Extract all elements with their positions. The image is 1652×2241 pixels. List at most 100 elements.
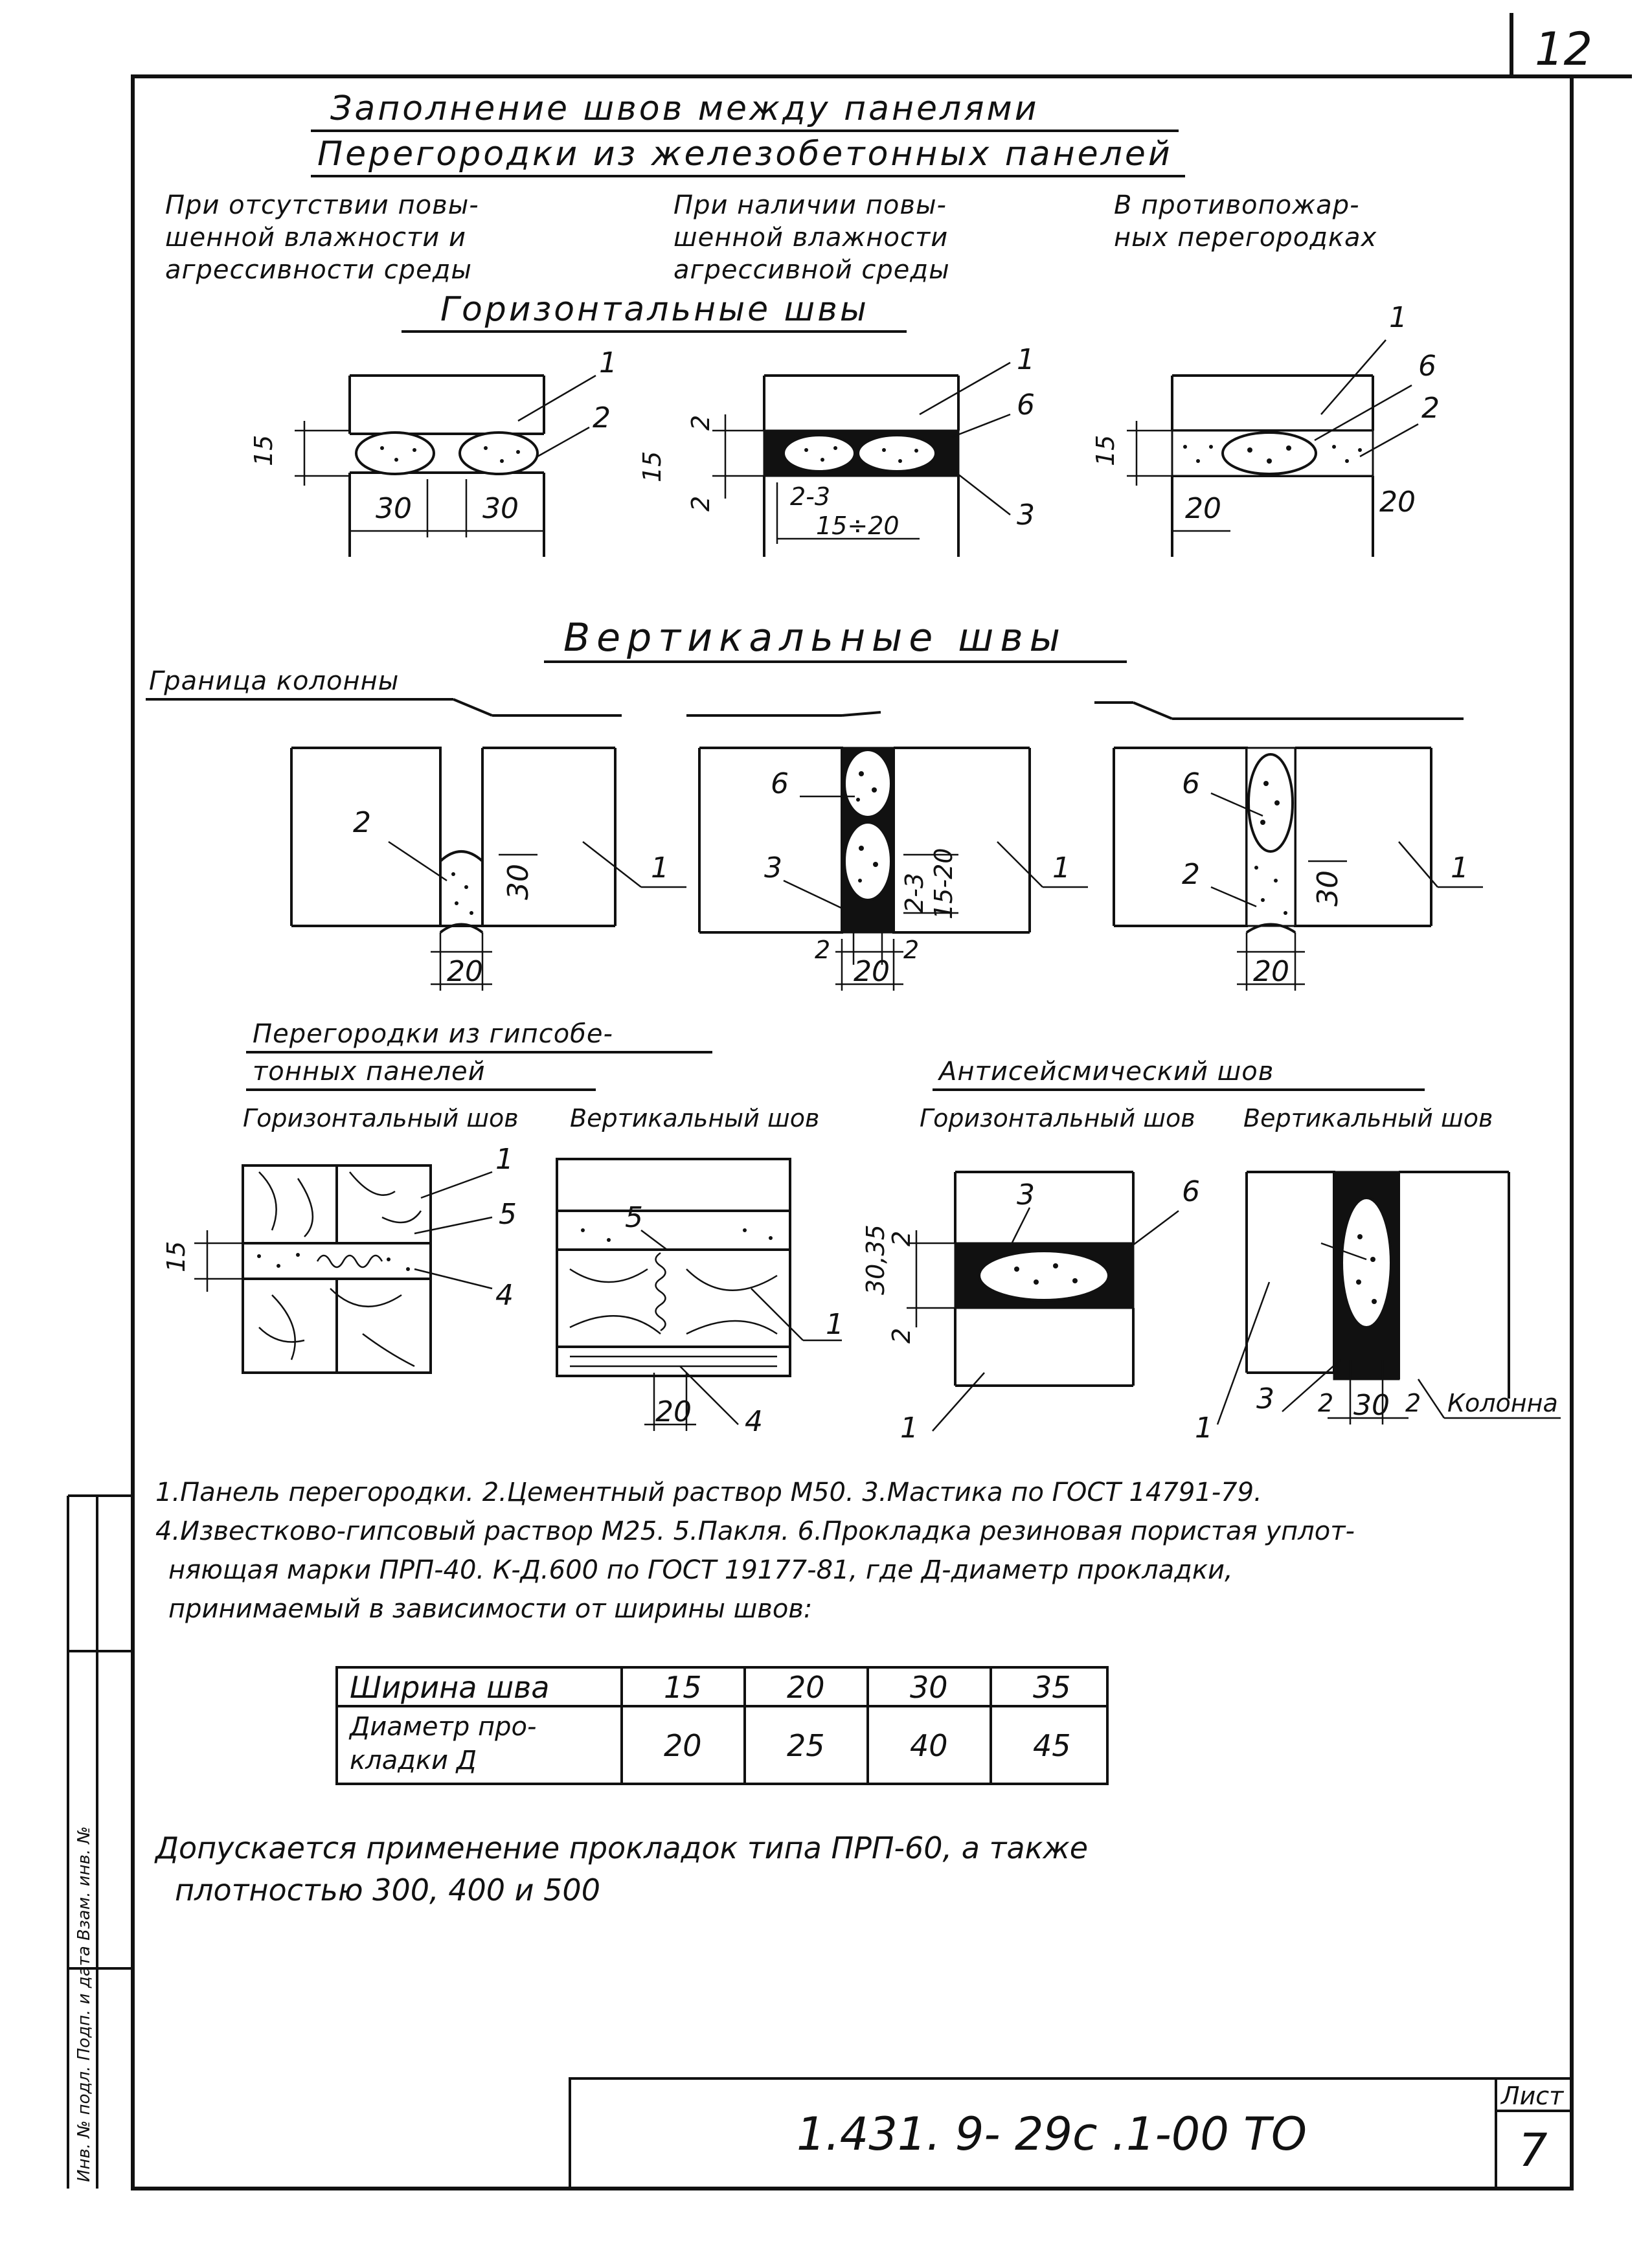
vertical-seams-heading: Вертикальные швы: [563, 615, 1067, 660]
callout-3-b: 3: [764, 851, 782, 884]
dim-20-d: 20: [854, 955, 890, 988]
gypsum-title-line1: Перегородки из гипсобе-: [253, 1019, 613, 1049]
dim-20-b: 20: [1379, 486, 1416, 519]
dim-30-a: 30: [376, 492, 412, 525]
table-row2-label-line2: кладки Д: [350, 1746, 477, 1775]
callout-5-b: 5: [625, 1201, 643, 1234]
callout-6-c: 6: [771, 767, 789, 800]
document-code: 1.431. 9- 29с .1-00 ТО: [797, 2108, 1307, 2161]
dim-30-e: 30: [1353, 1389, 1390, 1422]
legend-line-4: принимаемый в зависимости от ширины швов…: [168, 1594, 812, 1624]
callout-6-e: 6: [1182, 1175, 1200, 1208]
horizontal-seams-heading: Горизонтальные швы: [440, 290, 869, 329]
seismic-horizontal-label: Горизонтальный шов: [920, 1104, 1195, 1132]
dim-2-f: 2: [887, 1328, 916, 1344]
side-strip-text: Инв. № подл. Подп. и дата Взам. инв. №: [74, 1826, 94, 2182]
table-diam-25: 25: [787, 1728, 825, 1763]
dim-30-c: 30: [502, 864, 535, 900]
legend: 1.Панель перегородки. 2.Цементный раство…: [155, 1478, 1355, 1624]
gypsum-vert-seam-detail: 20 5 1 4: [556, 1158, 844, 1438]
legend-line-3: няющая марки ПРП-40. К-Д.600 по ГОСТ 191…: [168, 1555, 1233, 1585]
seismic-vert-seam-detail: 2 30 2 3 1 Колонна: [1195, 1171, 1561, 1445]
callout-1-g: 1: [495, 1143, 514, 1176]
callout-1-a: 1: [599, 346, 617, 379]
dim-2-e: 2: [887, 1231, 916, 1246]
seismic-vertical-label: Вертикальный шов: [1243, 1104, 1493, 1132]
page-number: 12: [1535, 23, 1592, 76]
vert-seam-detail-1: 20 30 2 1: [290, 747, 686, 991]
callout-3-d: 3: [1256, 1382, 1274, 1415]
callout-1-i: 1: [900, 1412, 918, 1445]
note-line-1: Допускается применение прокладок типа ПР…: [154, 1830, 1088, 1865]
dim-20-e: 20: [1253, 955, 1289, 988]
legend-line-1: 1.Панель перегородки. 2.Цементный раство…: [155, 1478, 1262, 1507]
col3-line2: ных перегородках: [1114, 223, 1377, 253]
table-diam-45: 45: [1033, 1728, 1071, 1763]
col3-line1: В противопожар-: [1114, 190, 1360, 220]
column-boundary-label: Граница колонны: [149, 666, 399, 696]
dim-30-b: 30: [482, 492, 519, 525]
seismic-title: Антисейсмический шов: [937, 1057, 1274, 1087]
table-width-30: 30: [910, 1670, 948, 1705]
dim-15-a: 15: [249, 435, 278, 466]
horiz-seam-detail-3: 15 20 20 1 6 2: [1091, 301, 1440, 557]
callout-2-d: 2: [1182, 858, 1200, 891]
table-row2-label-line1: Диаметр про-: [348, 1712, 536, 1742]
vert-seam-detail-3: 20 30 6 2 1: [1113, 747, 1483, 991]
callout-2-b: 2: [1421, 392, 1440, 425]
horiz-seam-detail-1: 15 30 30 1 2: [249, 346, 617, 557]
dim-2-g: 2: [1318, 1389, 1333, 1417]
gypsum-title-line2: тонных панелей: [253, 1057, 486, 1087]
callout-3-c: 3: [1017, 1178, 1035, 1211]
dim-2-3-a: 2-3: [790, 482, 830, 511]
callout-2-c: 2: [353, 806, 371, 839]
gypsum-horizontal-label: Горизонтальный шов: [243, 1104, 519, 1132]
vert-seam-detail-2: 2 2 20 2-3 15-20 6 3 1: [698, 747, 1088, 991]
dim-15-c: 15: [1091, 435, 1120, 466]
legend-line-2: 4.Известково-гипсовый раствор М25. 5.Пак…: [155, 1516, 1355, 1546]
col2-line2: шенной влажности: [673, 223, 948, 253]
callout-1-c: 1: [1389, 301, 1407, 334]
dim-2-b: 2: [686, 496, 715, 512]
callout-1-h: 1: [826, 1308, 844, 1341]
callout-1-b: 1: [1017, 343, 1035, 376]
dim-2-a: 2: [686, 415, 715, 431]
dim-2-c: 2: [815, 936, 830, 964]
dim-2-3-b: 2-3: [900, 873, 929, 913]
dim-15-20-b: 15-20: [929, 848, 958, 919]
table-width-20: 20: [787, 1670, 825, 1705]
dim-30-35: 30,35: [861, 1224, 890, 1295]
gypsum-vertical-label: Вертикальный шов: [570, 1104, 819, 1132]
callout-1-f: 1: [1451, 851, 1469, 884]
column-headings: При отсутствии повы- шенной влажности и …: [165, 190, 1377, 285]
dim-15-20-a: 15÷20: [816, 512, 900, 540]
column-label: Колонна: [1447, 1389, 1558, 1417]
callout-6-b: 6: [1418, 350, 1436, 383]
dim-20-a: 20: [1185, 492, 1221, 525]
table-row1-label: Ширина шва: [350, 1670, 549, 1705]
callout-6-a: 6: [1017, 389, 1035, 422]
callout-3-a: 3: [1017, 499, 1035, 532]
callout-1-d: 1: [651, 851, 669, 884]
dim-15-b: 15: [638, 451, 666, 482]
callout-1-e: 1: [1052, 851, 1070, 884]
table-diam-20: 20: [664, 1728, 702, 1763]
callout-4-a: 4: [495, 1279, 514, 1312]
dim-2-d: 2: [903, 936, 919, 964]
col1-line1: При отсутствии повы-: [165, 190, 479, 220]
seam-width-table: Ширина шва Диаметр про- кладки Д 15 20 3…: [335, 1666, 1109, 1785]
dim-20-c: 20: [447, 955, 483, 988]
col1-line2: шенной влажности и: [165, 223, 466, 253]
title-block: 1.431. 9- 29с .1-00 ТО Лист 7: [569, 2077, 1573, 2190]
sub-title: Перегородки из железобетонных панелей: [317, 135, 1173, 174]
sheet-number: 7: [1519, 2124, 1548, 2177]
callout-5-a: 5: [499, 1198, 517, 1231]
callout-1-j: 1: [1195, 1412, 1213, 1445]
table-width-35: 35: [1033, 1670, 1071, 1705]
col1-line3: агрессивности среды: [165, 255, 472, 285]
callout-6-d: 6: [1182, 767, 1200, 800]
table-width-15: 15: [664, 1670, 702, 1705]
dim-30-d: 30: [1311, 870, 1344, 907]
table-diam-40: 40: [910, 1728, 948, 1763]
